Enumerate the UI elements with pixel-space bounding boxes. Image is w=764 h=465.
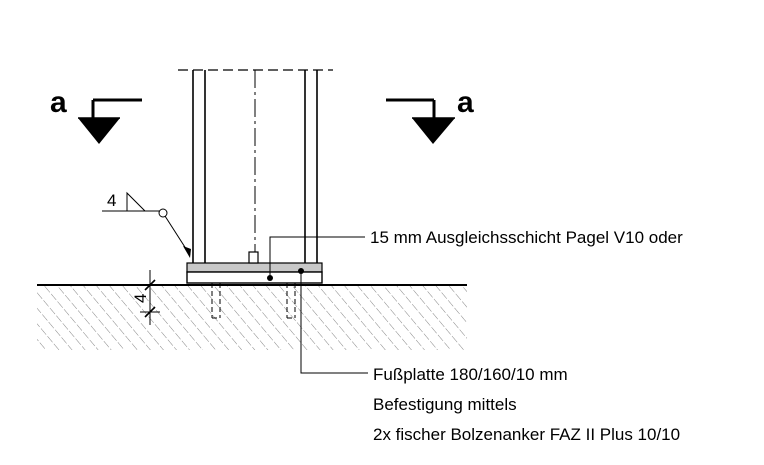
dimension-value: 4	[131, 294, 150, 303]
dimension-4: 4	[131, 270, 160, 325]
callout-base-plate: Fußplatte 180/160/10 mm Befestigung mitt…	[298, 268, 680, 444]
anchor-nut	[248, 251, 259, 264]
base-plate-label: Fußplatte 180/160/10 mm	[373, 365, 568, 384]
concrete-foundation	[37, 285, 467, 350]
leveling-layer-label: 15 mm Ausgleichsschicht Pagel V10 oder	[370, 228, 683, 247]
callout-leveling-layer: 15 mm Ausgleichsschicht Pagel V10 oder	[267, 228, 683, 281]
fastening-label: Befestigung mittels	[373, 395, 517, 414]
bolt-anchor-left	[211, 283, 221, 319]
bolt-anchor-right	[286, 283, 296, 319]
section-letter-right: a	[457, 86, 474, 119]
weld-size-label: 4	[107, 191, 116, 210]
anchor-label: 2x fischer Bolzenanker FAZ II Plus 10/10	[373, 425, 680, 444]
section-marker-left: a	[50, 86, 142, 144]
steel-column	[178, 69, 333, 263]
section-marker-right: a	[386, 86, 474, 144]
section-letter-left: a	[50, 86, 67, 119]
weld-symbol: 4	[102, 191, 191, 258]
base-plate	[186, 271, 323, 284]
